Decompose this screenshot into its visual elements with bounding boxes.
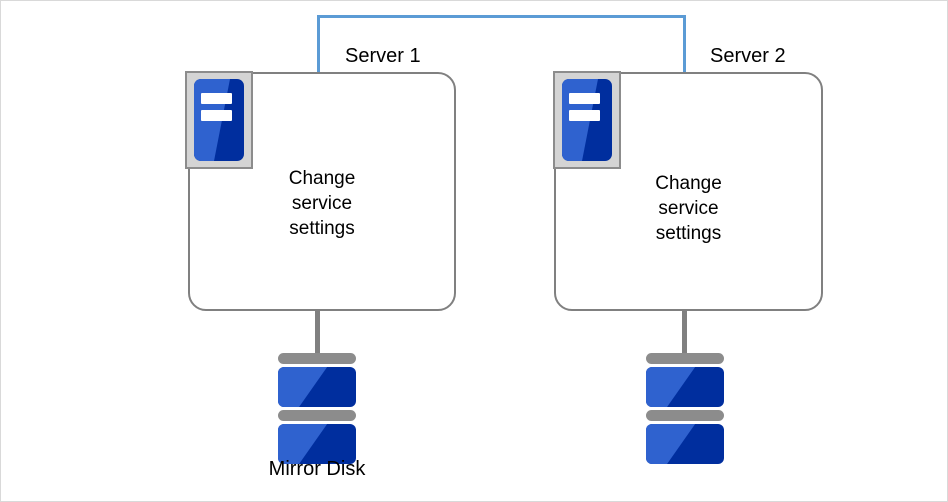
- server2-icon-bar-top: [569, 92, 600, 104]
- server2-disk-stem: [682, 311, 687, 356]
- server1-icon-body: [194, 79, 244, 161]
- server1-disk-stem: [315, 311, 320, 356]
- server2-group-label: Server 2: [710, 45, 786, 67]
- server1-group-label: Server 1: [345, 45, 421, 67]
- disk-block-lower: [278, 424, 356, 464]
- server1-icon-bar-top: [201, 92, 232, 104]
- interconnect-left-drop: [317, 15, 320, 75]
- interconnect-right-drop: [683, 15, 686, 75]
- server1-body-text: Change service settings: [288, 168, 356, 239]
- disk-block-lower: [646, 424, 724, 464]
- server2-body-text: Change service settings: [655, 173, 722, 244]
- disk-cap-middle: [646, 410, 724, 421]
- server2-icon-body: [562, 79, 612, 161]
- server1-server-icon: [185, 71, 253, 169]
- server2-mirror-disk: [646, 353, 724, 467]
- disk-cap-top: [646, 353, 724, 364]
- server2-icon-bar-bottom: [569, 110, 600, 121]
- server1-mirror-disk: [278, 353, 356, 467]
- mirror-disk-label: Mirror Disk: [268, 458, 366, 480]
- interconnect-horizontal-line: [317, 15, 686, 18]
- server2-server-icon: [553, 71, 621, 169]
- disk-block-upper: [278, 367, 356, 407]
- disk-cap-middle: [278, 410, 356, 421]
- disk-block-upper: [646, 367, 724, 407]
- server1-icon-bar-bottom: [201, 110, 232, 121]
- disk-cap-top: [278, 353, 356, 364]
